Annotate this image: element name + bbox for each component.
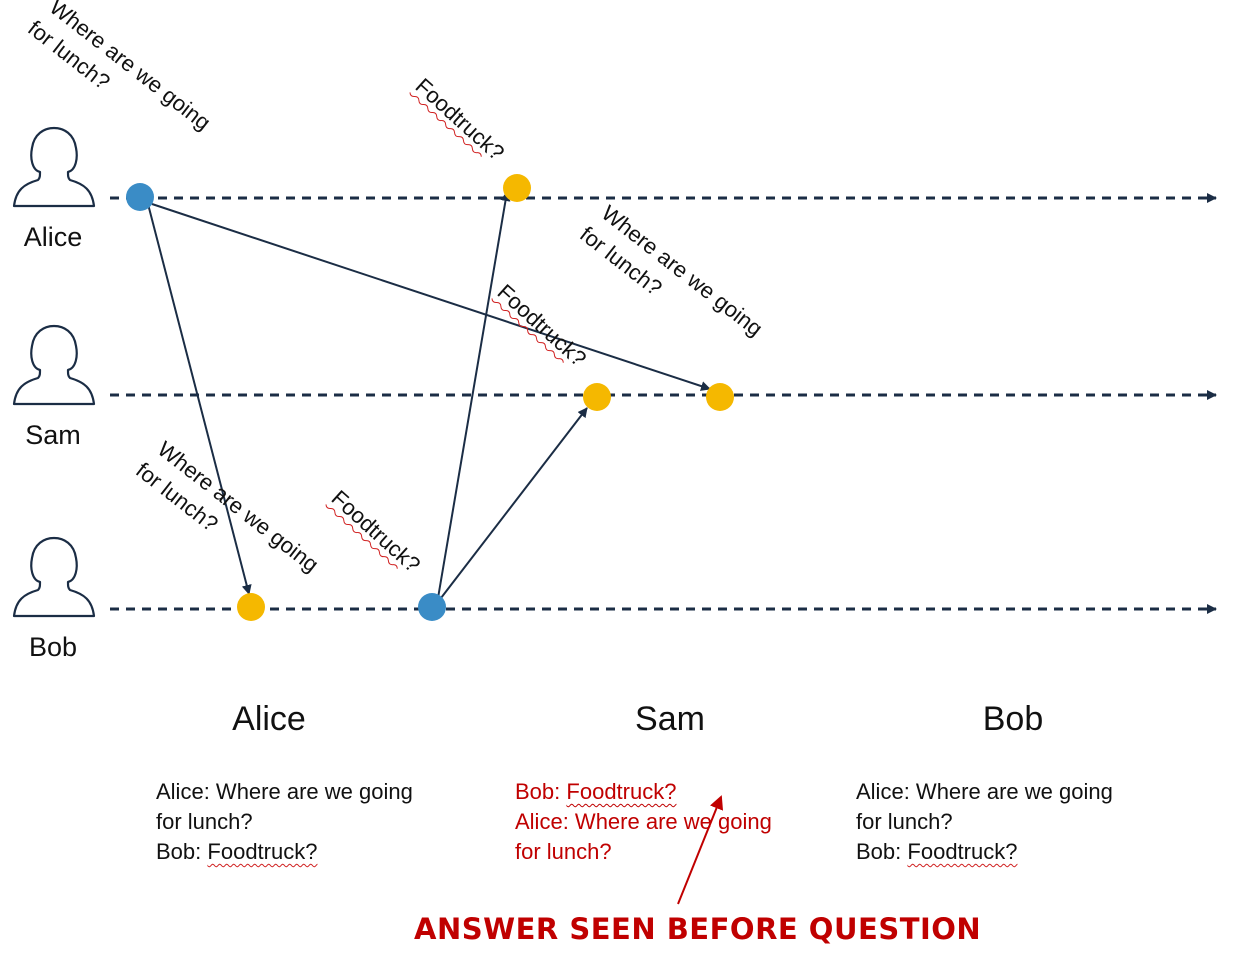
actor-bob: Bob [12,536,96,662]
arrow-alice-to-bob [147,203,252,595]
entry-separator: : [195,839,202,864]
entry-separator: : [903,779,910,804]
view-entry: Alice: Where are we going for lunch? [156,777,434,837]
view-sam: Sam Bob: Foodtruck? Alice: Where are we … [505,700,835,867]
entry-sender: Bob [856,839,896,864]
entry-text: Where are we going [909,779,1113,804]
view-alice: Alice Alice: Where are we going for lunc… [104,700,434,867]
entry-text: Where are we going [568,809,772,834]
label-answer-sam: Foodtruck? [491,279,592,371]
view-entry: Alice: Where are we going for lunch? [856,777,1178,837]
view-entry: Bob: Foodtruck? [515,777,835,807]
view-bob: Bob Alice: Where are we going for lunch?… [848,700,1178,867]
entry-text: Foodtruck? [907,839,1018,864]
entry-sender: Bob [156,839,196,864]
actor-sam: Sam [12,324,96,450]
send-event-bob [418,593,446,621]
receive-event-sam-question [706,383,734,411]
arrow-bob-to-alice [437,191,511,599]
view-title: Bob [982,700,1044,738]
view-title: Sam [635,700,705,738]
entry-text: for lunch? [515,839,612,864]
warning-pointer-arrow [677,795,724,905]
actor-alice: Alice [12,126,96,252]
entry-sender: Alice [856,779,904,804]
spellcheck-squiggle [325,504,398,569]
entry-text: Foodtruck? [566,779,677,804]
view-title: Alice [232,700,306,738]
entry-text: Foodtruck? [207,839,318,864]
label-question-bob: Where are we going for lunch? [131,436,323,577]
person-outline-icon [12,536,96,618]
label-question-alice: Where are we going for lunch? [23,0,215,135]
entry-text: Where are we going [209,779,413,804]
entry-sender: Alice [156,779,204,804]
view-entry: Bob: Foodtruck? [156,837,434,867]
label-question-sam: Where are we going for lunch? [575,200,767,341]
entry-separator: : [562,809,569,834]
actor-alice-name: Alice [24,222,83,252]
entry-sender: Alice [515,809,563,834]
entry-separator: : [203,779,210,804]
label-answer-bob: Foodtruck? [325,485,426,577]
entry-separator: : [895,839,902,864]
receive-event-sam-answer [583,383,611,411]
label-line: Foodtruck? [327,485,426,577]
arrow-bob-to-sam [440,407,588,599]
view-entry: Bob: Foodtruck? [856,837,1178,867]
entry-text: for lunch? [156,809,253,834]
person-outline-icon [12,126,96,208]
view-entry: Alice: Where are we going for lunch? [515,807,835,867]
person-outline-icon [12,324,96,406]
label-line: Foodtruck? [411,73,510,165]
label-line: Foodtruck? [493,279,592,371]
label-answer-alice: Foodtruck? [409,73,510,165]
receive-event-bob [237,593,265,621]
entry-text: for lunch? [856,809,953,834]
warning-text: ANSWER SEEN BEFORE QUESTION [414,912,982,946]
send-event-alice [126,183,154,211]
arrow-alice-to-sam [151,203,711,391]
spellcheck-squiggle [409,92,482,157]
entry-sender: Bob [515,779,555,804]
actor-sam-name: Sam [25,420,81,450]
receive-event-alice [503,174,531,202]
entry-separator: : [554,779,561,804]
spellcheck-squiggle [491,298,564,363]
actor-bob-name: Bob [29,632,77,662]
